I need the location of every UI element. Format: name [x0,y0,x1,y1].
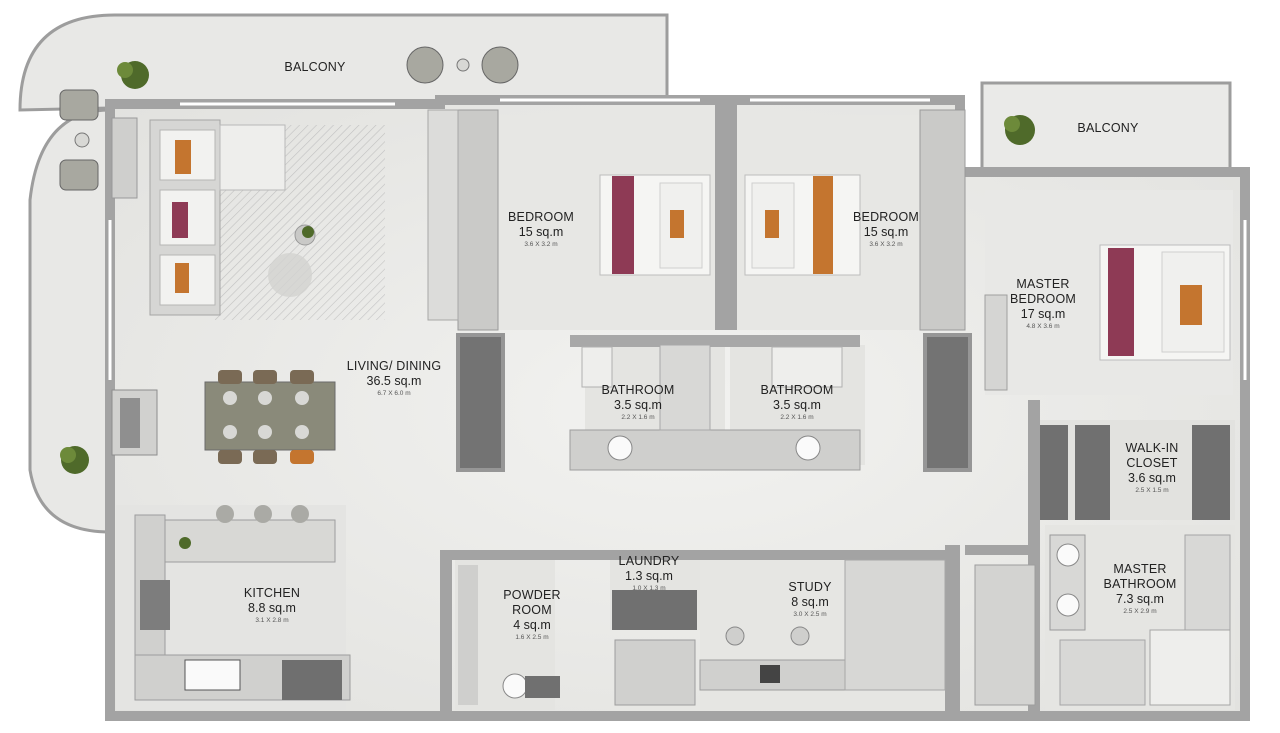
room-name-line2: BEDROOM [1010,292,1076,306]
room-name-line1: POWDER [503,588,561,602]
bedroom-1-wardrobe [456,333,505,472]
room-dimensions: 2.2 X 1.6 m [621,414,655,421]
room-area: 4 sq.m [513,618,551,632]
room-area: 1.3 sq.m [625,569,673,583]
room-dimensions: 3.6 X 3.2 m [869,241,903,248]
room-name: BEDROOM [508,210,574,224]
balcony-chairs [59,46,519,191]
room-name: STUDY [788,580,832,594]
bathroom-2-label: BATHROOM 3.5 sq.m 2.2 X 1.6 m [761,383,834,422]
room-name-line2: ROOM [512,603,552,617]
room-area: 15 sq.m [863,225,909,239]
room-dimensions: 1.0 X 1.3 m [632,585,666,592]
room-dimensions: 3.1 X 2.8 m [255,617,289,624]
room-area: 15 sq.m [518,225,564,239]
living-rug [268,253,312,297]
room-dimensions: 2.2 X 1.6 m [780,414,814,421]
bedroom-1-bed [599,174,711,276]
balcony-top-floor [18,13,669,112]
powder-room-label: POWDER ROOM 4 sq.m 1.6 X 2.5 m [503,588,560,642]
room-name: BALCONY [284,60,346,74]
bathroom-1-label: BATHROOM 3.5 sq.m 2.2 X 1.6 m [602,383,675,422]
plant-icon [60,61,1035,549]
room-name-line1: WALK-IN [1125,441,1179,455]
bedroom-2-wardrobe [923,333,972,472]
room-area: 17 sq.m [1020,307,1066,321]
dining-table [204,370,336,464]
master-bathroom-label: MASTER BATHROOM 7.3 sq.m 2.5 X 2.9 m [1104,562,1177,616]
bedroom-2-bed [744,174,861,276]
room-area: 3.6 sq.m [1128,471,1176,485]
room-dimensions: 2.5 X 2.9 m [1123,608,1157,615]
room-name: KITCHEN [243,586,301,600]
room-name: BATHROOM [601,383,675,397]
room-area: 7.3 sq.m [1116,592,1164,606]
master-bedroom-label: MASTER BEDROOM 17 sq.m 4.8 X 3.6 m [1010,277,1076,331]
room-name: BEDROOM [853,210,919,224]
room-area: 3.5 sq.m [614,398,662,412]
balcony-left-label: BALCONY [284,60,345,75]
room-area: 3.5 sq.m [773,398,821,412]
room-area: 36.5 sq.m [366,374,422,388]
room-name-line2: BATHROOM [1103,577,1177,591]
bedroom-1-label: BEDROOM 15 sq.m 3.6 X 3.2 m [508,210,574,249]
room-name-line1: MASTER [1016,277,1070,291]
room-dimensions: 4.8 X 3.6 m [1026,323,1060,330]
living-side-unit [111,117,138,199]
room-dimensions: 3.6 X 3.2 m [524,241,558,248]
room-dimensions: 2.5 X 1.5 m [1135,487,1169,494]
study-label: STUDY 8 sq.m 3.0 X 2.5 m [788,580,831,619]
room-name: BATHROOM [760,383,834,397]
room-name: LAUNDRY [618,554,680,568]
room-dimensions: 1.6 X 2.5 m [515,634,549,641]
room-name: LIVING/ DINING [346,359,442,373]
kitchen-label: KITCHEN 8.8 sq.m 3.1 X 2.8 m [244,586,300,625]
room-dimensions: 6.7 X 6.0 m [377,390,411,397]
room-area: 8.8 sq.m [248,601,296,615]
living-sofa [149,119,286,316]
master-bed [1099,244,1231,361]
room-name-line2: CLOSET [1126,456,1178,470]
kitchen-island [164,519,336,563]
room-area: 8 sq.m [791,595,829,609]
room-name: BALCONY [1077,121,1139,135]
room-name-line1: MASTER [1113,562,1167,576]
room-dimensions: 3.0 X 2.5 m [793,611,827,618]
living-dining-label: LIVING/ DINING 36.5 sq.m 6.7 X 6.0 m [347,359,441,398]
walk-in-closet-label: WALK-IN CLOSET 3.6 sq.m 2.5 X 1.5 m [1125,441,1178,495]
balcony-right-label: BALCONY [1077,121,1138,136]
bedroom-2-label: BEDROOM 15 sq.m 3.6 X 3.2 m [853,210,919,249]
laundry-label: LAUNDRY 1.3 sq.m 1.0 X 1.3 m [619,554,680,593]
